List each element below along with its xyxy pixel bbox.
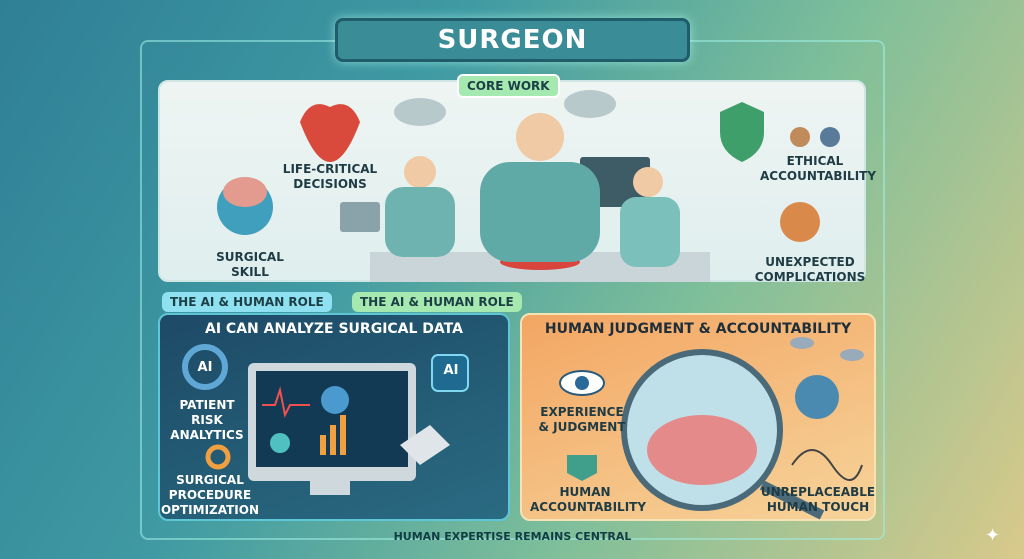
human-panel-header: HUMAN JUDGMENT & ACCOUNTABILITY bbox=[544, 321, 852, 337]
robot-hand-icon bbox=[400, 425, 450, 465]
human-item-touch: UNREPLACEABLE HUMAN TOUCH bbox=[760, 485, 876, 514]
ai-gear-icon bbox=[182, 344, 228, 390]
surgeon-icon bbox=[480, 162, 600, 262]
surgery-illustration bbox=[217, 90, 840, 282]
gear-icon bbox=[205, 444, 231, 470]
surgical-light-icon bbox=[394, 98, 446, 126]
human-item-accountability: HUMAN ACCOUNTABILITY bbox=[530, 485, 647, 514]
team-icon bbox=[790, 127, 810, 147]
ai-panel: AI CAN ANALYZE SURGICAL DATA AI AI PATIE… bbox=[158, 313, 510, 521]
ai-gear-label: AI bbox=[197, 360, 213, 375]
ai-chip-icon bbox=[431, 354, 469, 392]
ai-chip-label: AI bbox=[443, 363, 459, 378]
human-illustration bbox=[559, 337, 864, 520]
brain-scan-icon bbox=[321, 386, 349, 414]
core-item-ethical: ETHICAL ACCOUNTABILITY bbox=[760, 154, 877, 183]
core-item-surgical-skill: SURGICAL SKILL bbox=[216, 250, 284, 279]
ai-panel-header: AI CAN ANALYZE SURGICAL DATA bbox=[205, 321, 463, 337]
role-label-ai: THE AI & HUMAN ROLE bbox=[162, 292, 332, 312]
core-work-label: CORE WORK bbox=[457, 74, 560, 98]
page-title: SURGEON bbox=[335, 18, 690, 62]
assistant-icon bbox=[385, 187, 455, 257]
core-work-panel: CORE WORK LIFE-CRITICAL DECISIONS SURGIC… bbox=[158, 74, 876, 284]
surgical-light-icon bbox=[564, 90, 616, 118]
pie-chart-icon bbox=[270, 433, 290, 453]
core-item-complications: UNEXPECTED COMPLICATIONS bbox=[754, 255, 866, 284]
role-label-human: THE AI & HUMAN ROLE bbox=[352, 292, 522, 312]
ai-item-optimization: SURGICAL PROCEDURE OPTIMIZATION bbox=[160, 473, 259, 517]
heart-icon bbox=[300, 104, 360, 162]
neural-network-icon bbox=[795, 375, 839, 419]
nurse-icon bbox=[620, 197, 680, 267]
handshake-badge-icon bbox=[567, 455, 597, 481]
ai-illustration bbox=[182, 344, 469, 495]
core-item-life-critical: LIFE-CRITICAL DECISIONS bbox=[282, 162, 378, 191]
ai-item-risk-analytics: PATIENT RISK ANALYTICS bbox=[170, 398, 244, 442]
footer-caption: HUMAN EXPERTISE REMAINS CENTRAL bbox=[393, 530, 632, 543]
sparkle-icon: ✦ bbox=[985, 525, 1001, 546]
organs-icon bbox=[780, 202, 820, 242]
shield-icon bbox=[720, 102, 764, 162]
brain-icon bbox=[647, 415, 757, 485]
human-item-experience: EXPERIENCE & JUDGMENT bbox=[538, 405, 626, 434]
human-panel: HUMAN JUDGMENT & ACCOUNTABILITY EXPERIEN… bbox=[520, 313, 876, 521]
dna-icon bbox=[791, 449, 863, 481]
